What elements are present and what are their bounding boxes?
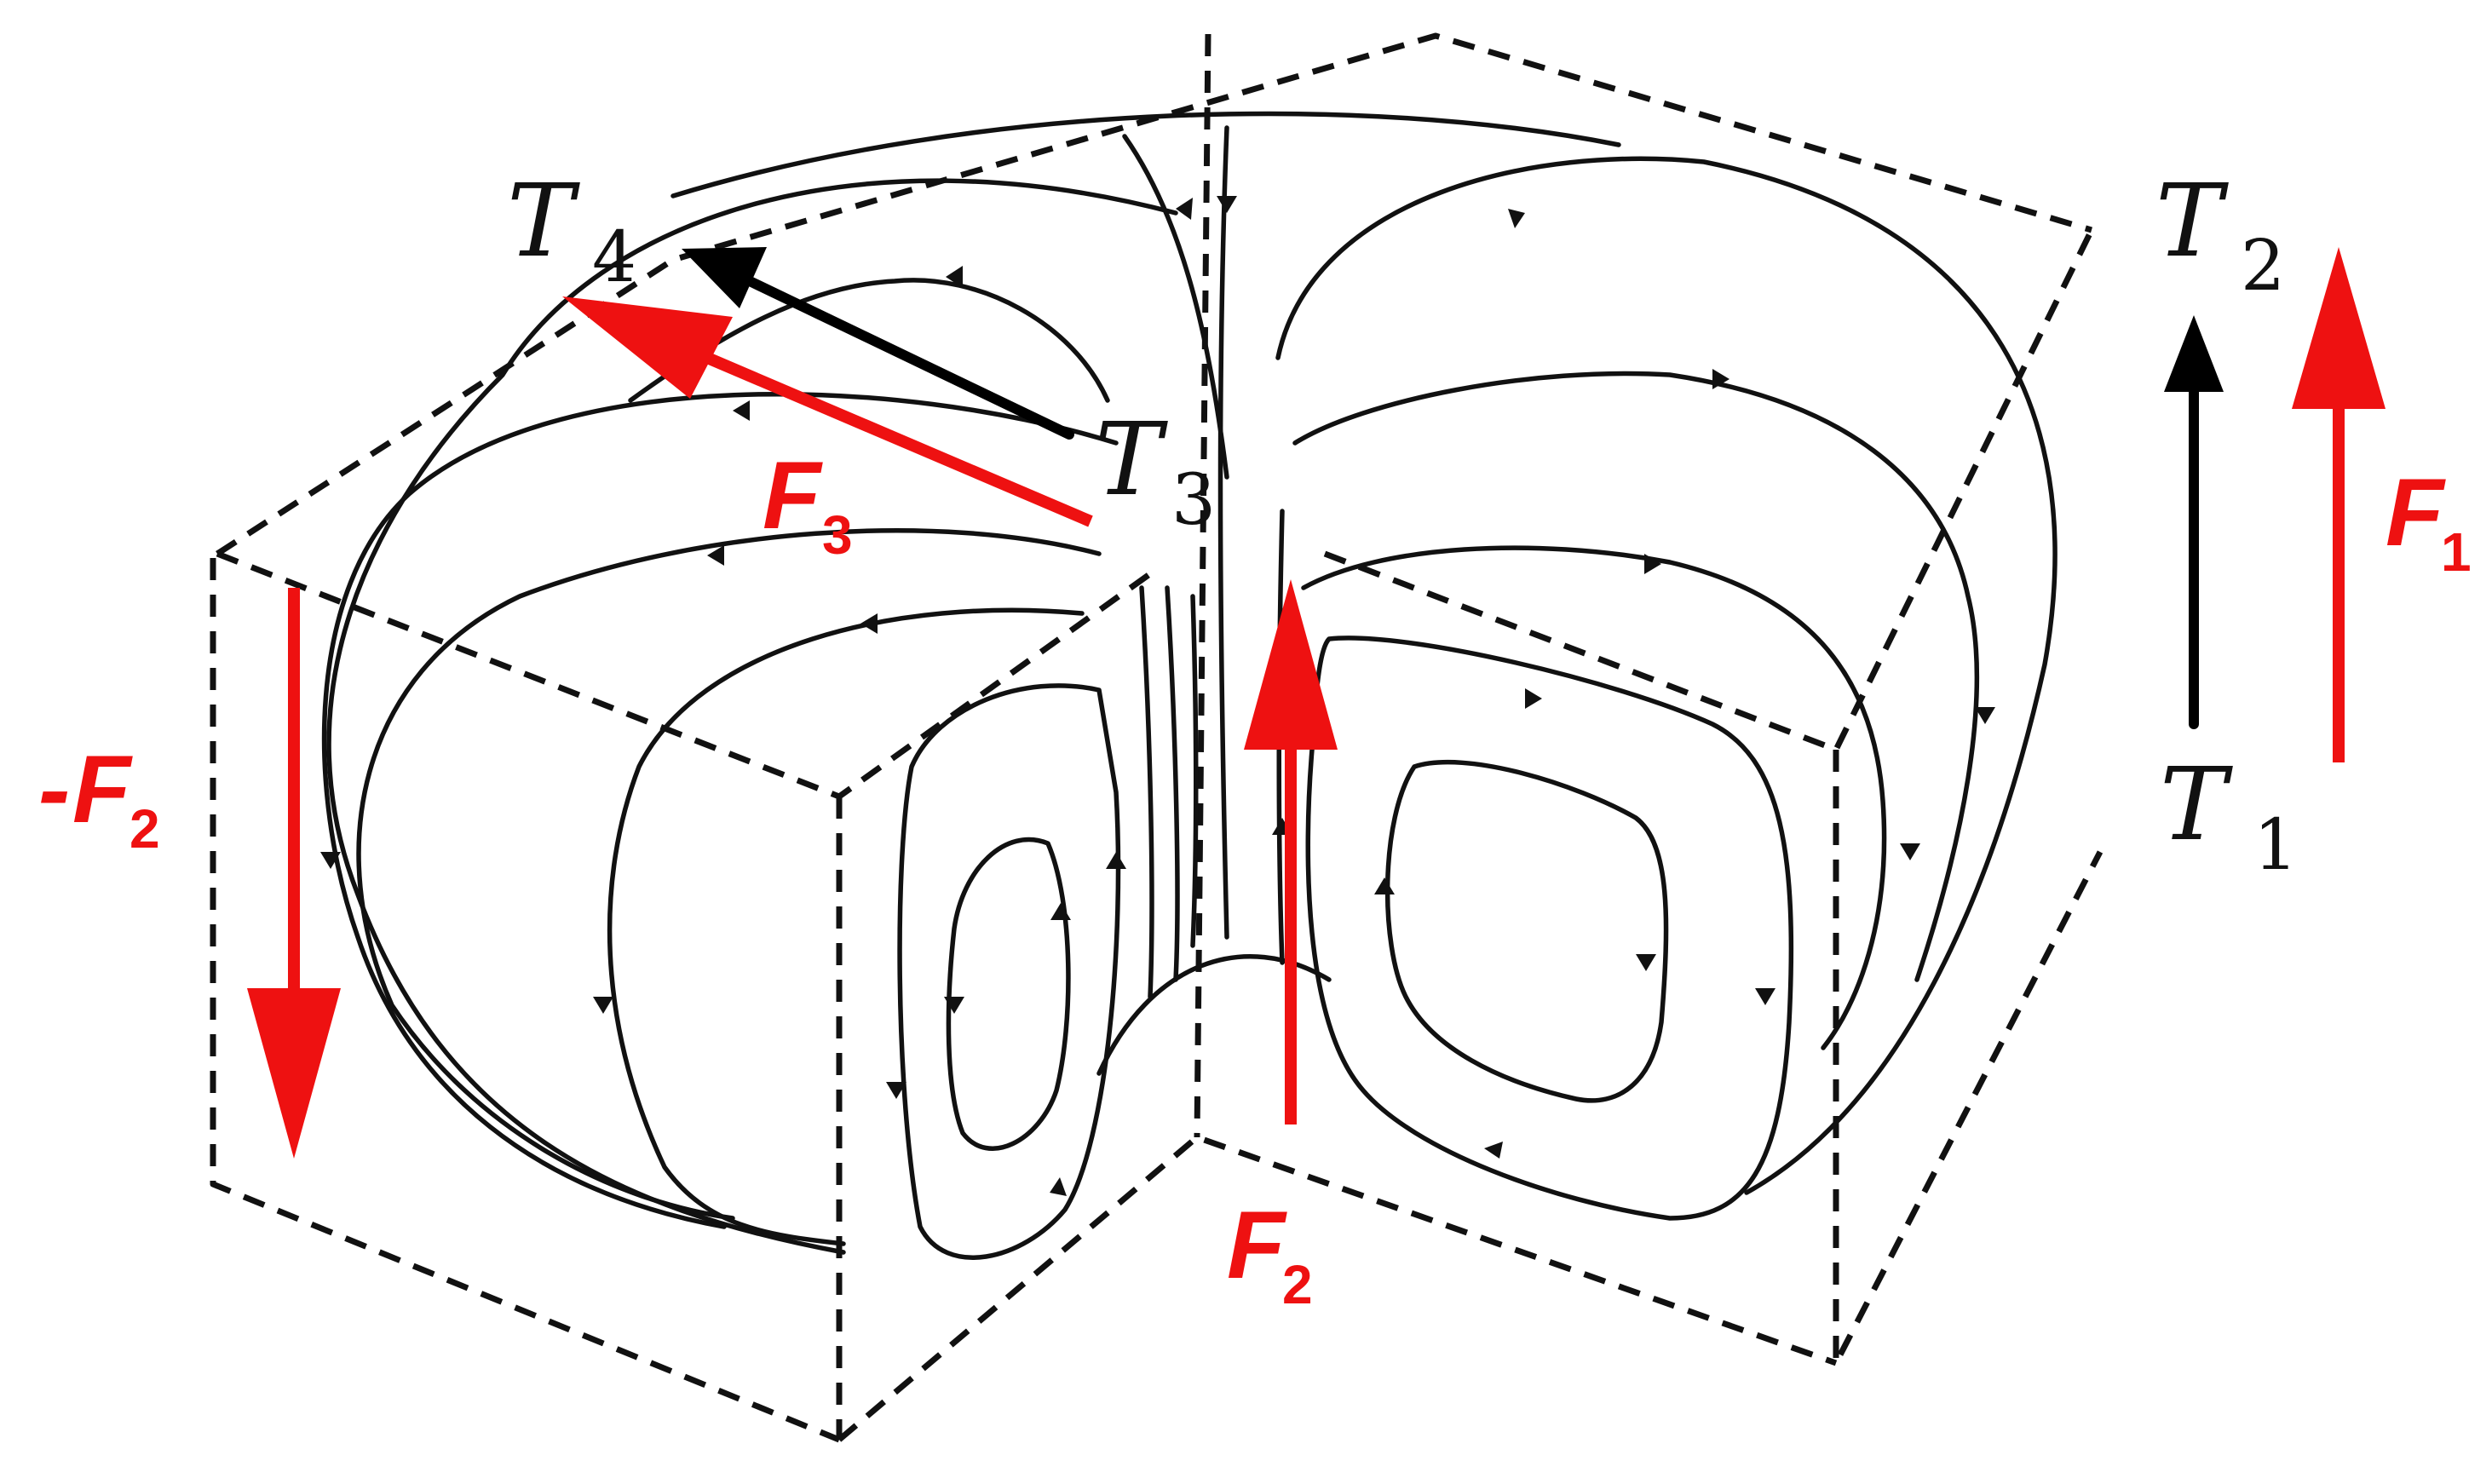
label-f2: F2 [1227,1192,1313,1315]
force-arrows [247,247,2386,1159]
cube-edge [210,558,841,1443]
cube-edge [1833,750,2104,1366]
flow-direction-markers [320,196,1995,1196]
flow-line-neck-3 [1190,594,1199,948]
flow-lines [321,111,2057,1260]
cube-edge [837,1134,1838,1442]
arrow-f3-shaft [645,326,1093,527]
flow-line-neck-2 [1165,585,1180,982]
flow-arrow-marker [1050,1177,1067,1196]
flow-arrow-marker [946,266,963,288]
flow-arrow-marker [1508,209,1525,228]
flow-arrow-marker [1712,369,1729,389]
arrow-f1-head [2292,247,2386,409]
flow-line-top-seam [1122,134,1229,480]
flow-arrow-marker [944,997,964,1014]
flow-arrow-marker [320,852,341,869]
flow-line-left-2 [356,527,1102,1221]
flow-line-neck-5 [1276,509,1285,965]
flow-loop-right-outer [1305,636,1794,1221]
label-f3: F3 [763,442,853,566]
flow-line-left-3 [607,607,1085,1246]
flow-arrow-marker [1755,988,1775,1005]
cube-edge [216,32,2092,556]
flow-arrow-marker [1525,688,1542,709]
flow-arrow-marker [1975,707,1995,724]
flow-line-outer-top [670,111,1621,198]
flow-arrow-marker [1644,554,1661,574]
label-neg-f2: -F2 [38,736,160,860]
flow-line-neck-4 [1217,125,1229,940]
flow-arrow-marker [1484,1142,1503,1159]
arrow-t3-to-t4-head [682,247,767,308]
flow-loop-left-inner [946,837,1071,1151]
flow-arrow-marker [1374,877,1395,894]
flow-loop-left-outer [897,683,1121,1260]
arrow-f3-head [562,296,733,399]
arrow-f2-head [1244,579,1338,750]
flow-arrow-marker [1106,852,1126,869]
cube-edge [1323,228,2095,753]
flow-line-right-1 [1292,371,1980,982]
cube-edge [1194,33,1211,1138]
flow-arrow-marker [1050,903,1071,920]
flow-loop-right-inner [1384,759,1669,1103]
flow-arrow-marker [1176,198,1193,220]
flow-line-neck-1 [1139,585,1154,999]
trajectory-arrows [682,247,2224,729]
flow-arrow-marker [1636,954,1656,971]
flow-arrow-marker [733,400,750,421]
label-f1: F1 [2386,459,2472,583]
flow-line-right-2 [1301,545,1887,1050]
arrow-t3-to-t4-shaft [745,276,1074,440]
flow-line-outer [326,178,1178,1255]
arrow-neg-f2-head [247,988,341,1159]
flow-arrow-marker [1900,843,1920,860]
flow-arrow-marker [593,997,613,1014]
flow-arrow-marker [860,613,878,634]
flow-arrow-marker [886,1082,906,1099]
flow-line-left-1 [321,392,1119,1229]
flow-arrow-marker [707,545,724,566]
arrow-t1-to-t2-head [2164,315,2224,392]
flow-line-right-outer [1275,156,2057,1195]
flow-arrow-marker [1217,196,1237,213]
cube-wireframe [210,32,2104,1443]
